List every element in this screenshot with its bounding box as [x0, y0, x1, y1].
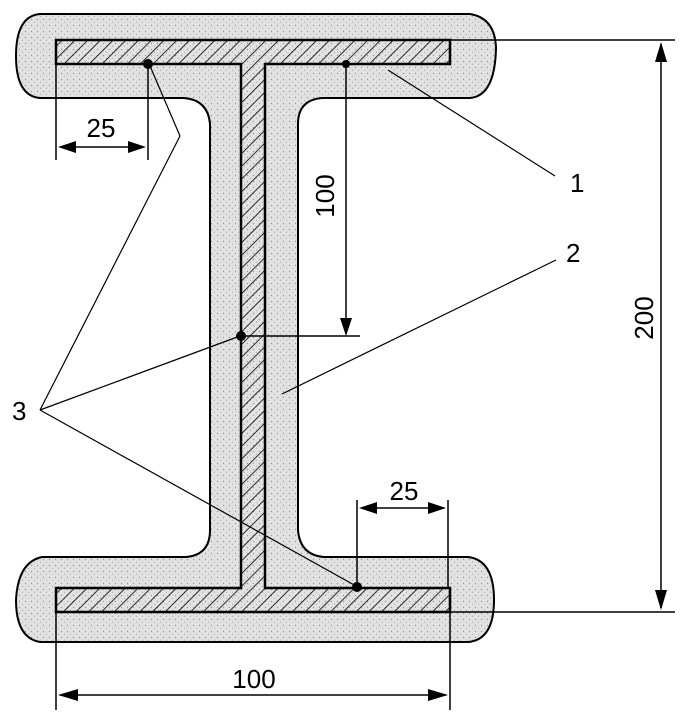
dim-100-bottom-label: 100	[232, 664, 275, 694]
dim-25-top-arrow-l	[58, 141, 76, 153]
callout-label-3: 3	[12, 396, 26, 426]
dim-25-br-arrow-r	[428, 502, 446, 514]
leader-3-a2	[149, 65, 181, 137]
dim-25-top-label: 25	[87, 113, 116, 143]
leader-3-c	[39, 409, 357, 587]
dim-100-bottom-arrow-r	[428, 689, 448, 701]
leader-3-b	[39, 335, 241, 411]
dim-100-vert-label: 100	[310, 174, 340, 217]
dim-25-top-arrow-r	[128, 141, 146, 153]
leader-2	[281, 259, 557, 395]
leader-1	[387, 69, 556, 177]
sample-point-top-center	[342, 60, 350, 68]
dim-200-arrow-t	[655, 42, 667, 62]
dim-100-vert-arrow-b	[340, 318, 352, 336]
callout-label-2: 2	[566, 238, 580, 268]
leader-3-a	[39, 135, 181, 411]
dim-100-bottom-arrow-l	[58, 689, 78, 701]
dim-200-arrow-b	[655, 590, 667, 610]
dim-25-br-label: 25	[390, 476, 419, 506]
dim-25-br-arrow-l	[359, 502, 377, 514]
callout-label-1: 1	[570, 168, 584, 198]
dim-200-label: 200	[629, 296, 659, 339]
